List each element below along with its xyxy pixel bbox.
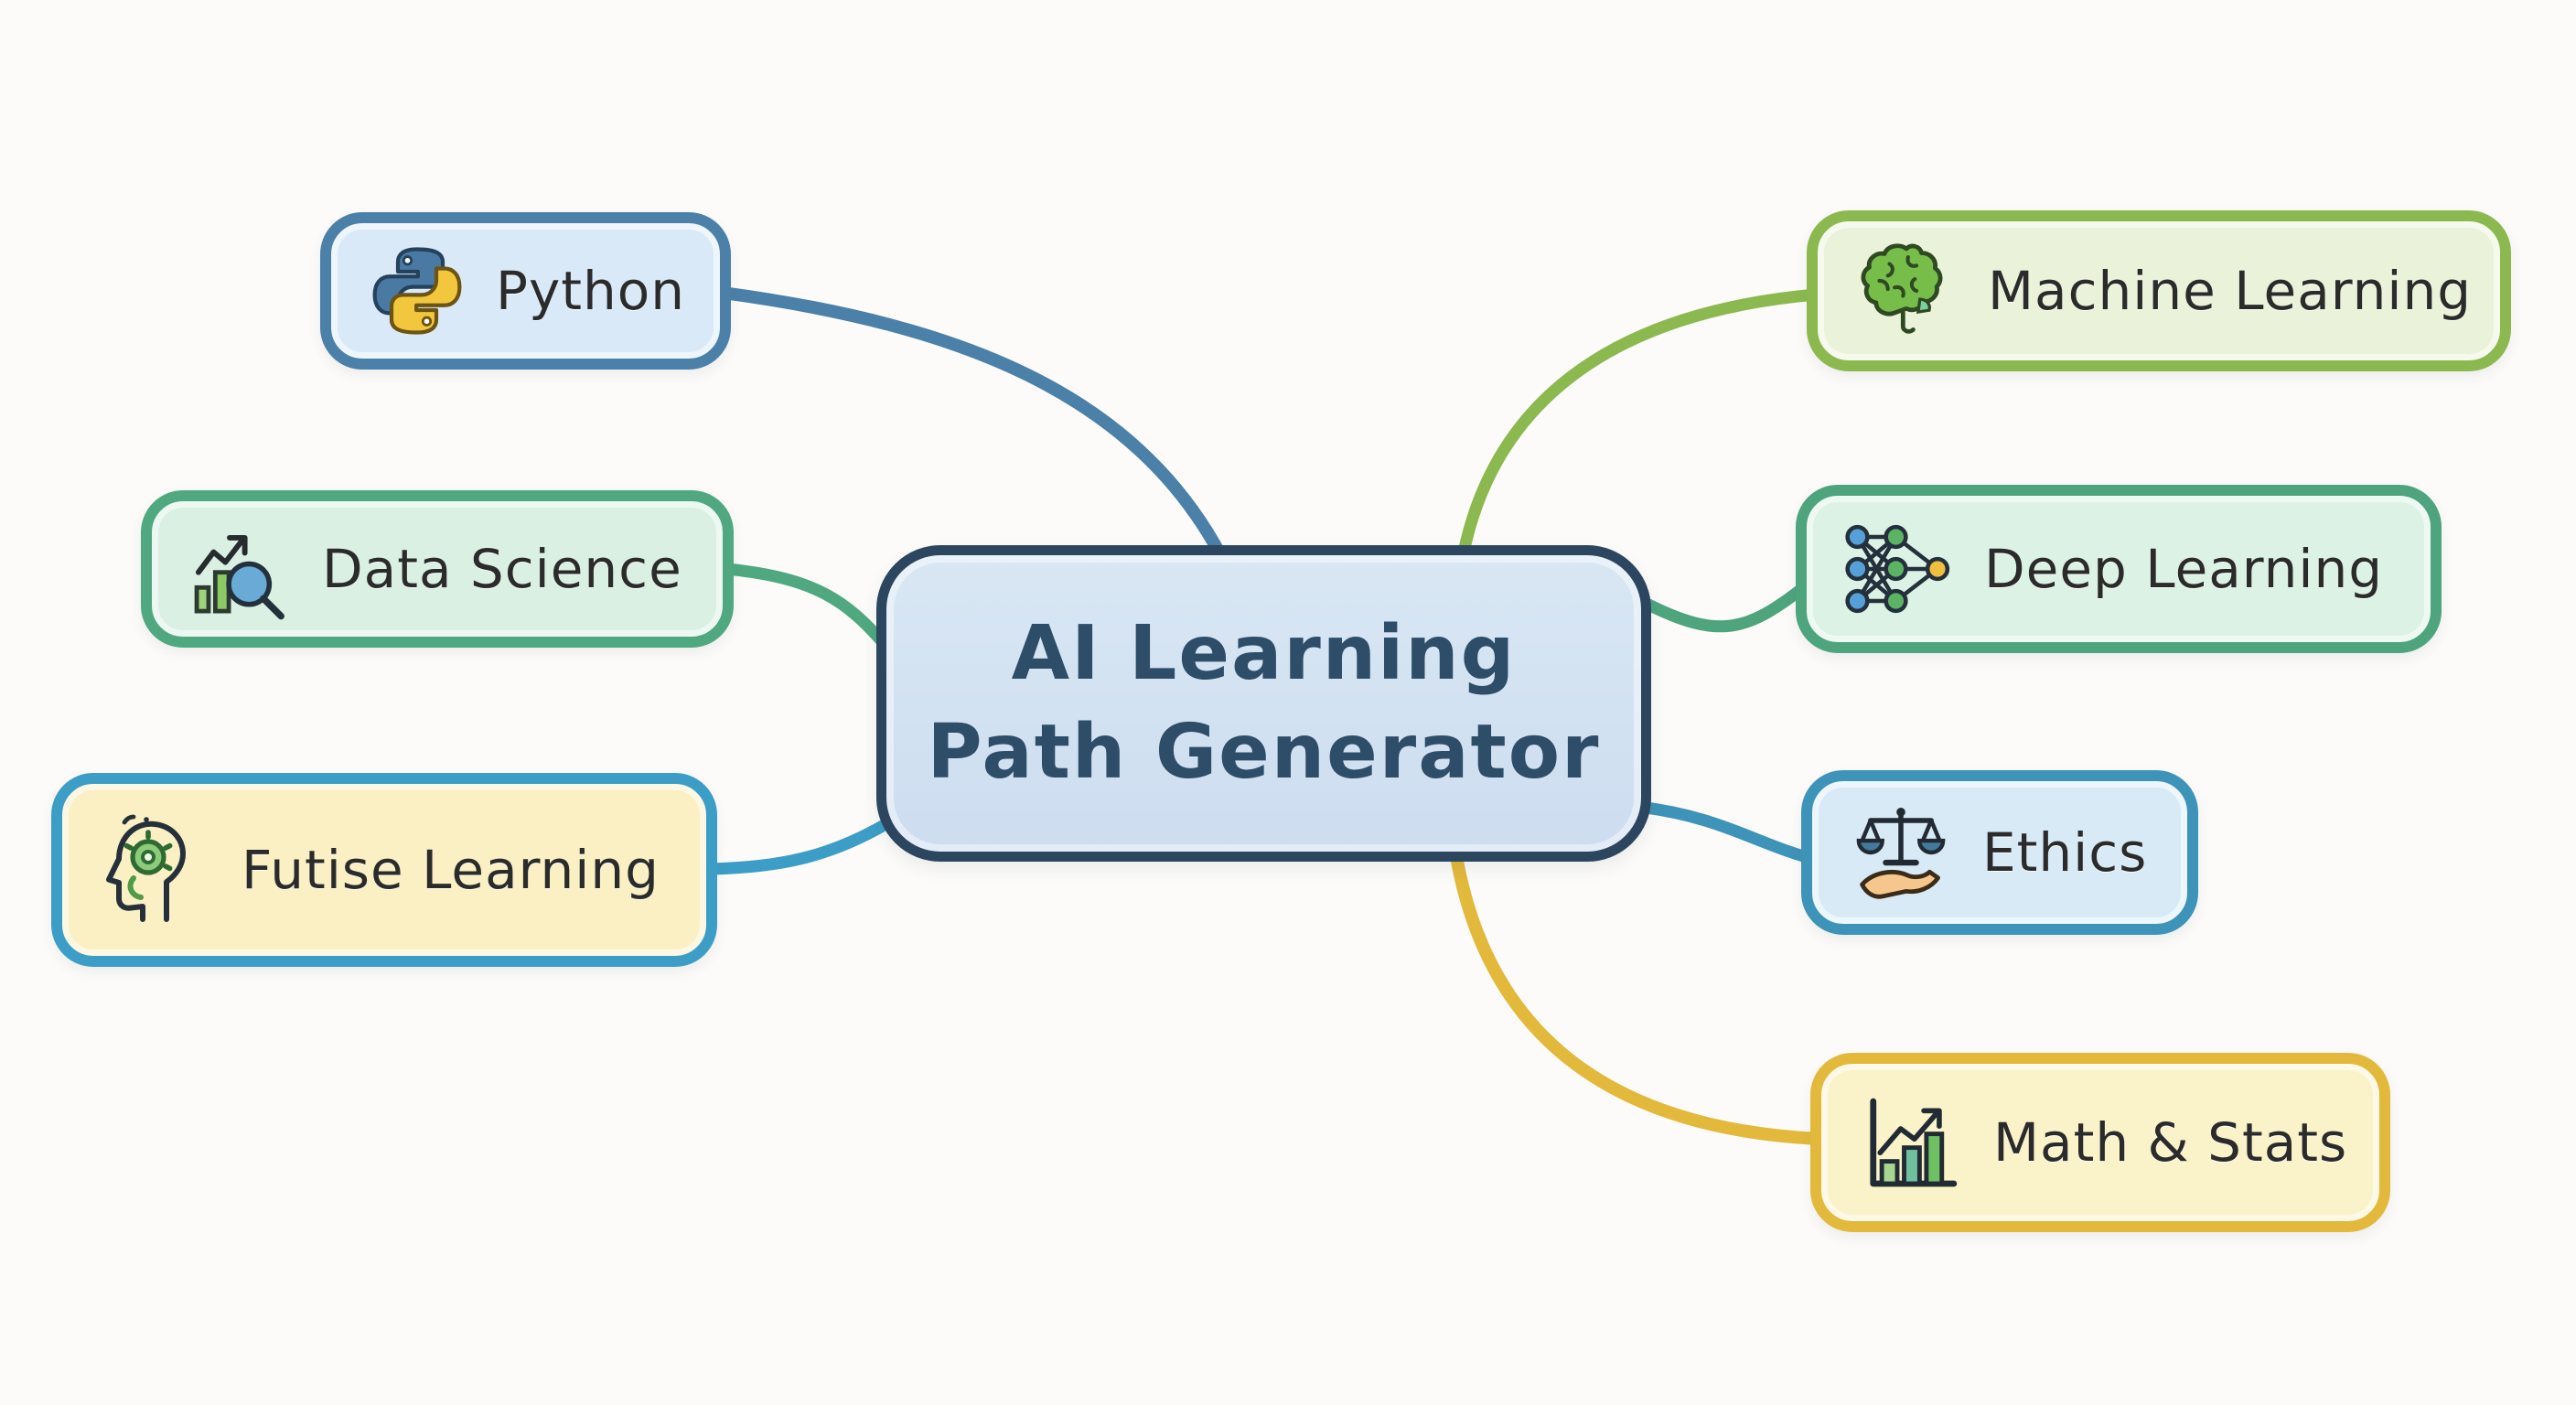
node-deep-learning-label: Deep Learning [1984,538,2384,600]
node-math-stats-label: Math & Stats [1993,1111,2348,1174]
neural-network-icon [1841,518,1957,620]
connector-center-deep-learning [1640,581,1810,633]
bar-chart-magnifier-icon [187,515,295,623]
node-machine-learning[interactable]: Machine Learning [1807,210,2511,371]
connector-center-math-stats [1450,850,1825,1145]
node-machine-learning-label: Machine Learning [1988,260,2473,322]
node-data-science[interactable]: Data Science [141,490,734,648]
balance-scale-hand-icon [1847,799,1955,906]
node-deep-learning[interactable]: Deep Learning [1796,485,2442,653]
node-future-learning-label: Futise Learning [242,839,660,901]
connector-center-ethics [1633,800,1816,864]
connector-center-future-learning [705,817,894,875]
connector-center-data-science [721,563,894,654]
brain-icon [1852,237,1960,345]
center-title-line1: AI Learning [1011,609,1517,697]
node-future-learning[interactable]: Futise Learning [51,773,717,967]
node-ethics[interactable]: Ethics [1801,770,2198,935]
bar-chart-arrow-icon [1856,1088,1966,1197]
python-icon [366,240,468,342]
connector-center-machine-learning [1457,288,1822,559]
node-center[interactable]: AI Learning Path Generator [876,545,1651,862]
node-python[interactable]: Python [320,212,731,370]
node-python-label: Python [496,260,686,322]
center-title-line2: Path Generator [927,709,1601,796]
node-data-science-label: Data Science [322,538,682,600]
node-ethics-label: Ethics [1982,821,2148,884]
connector-center-python [716,286,1228,563]
node-math-stats[interactable]: Math & Stats [1810,1053,2390,1232]
head-gear-icon [97,811,214,928]
